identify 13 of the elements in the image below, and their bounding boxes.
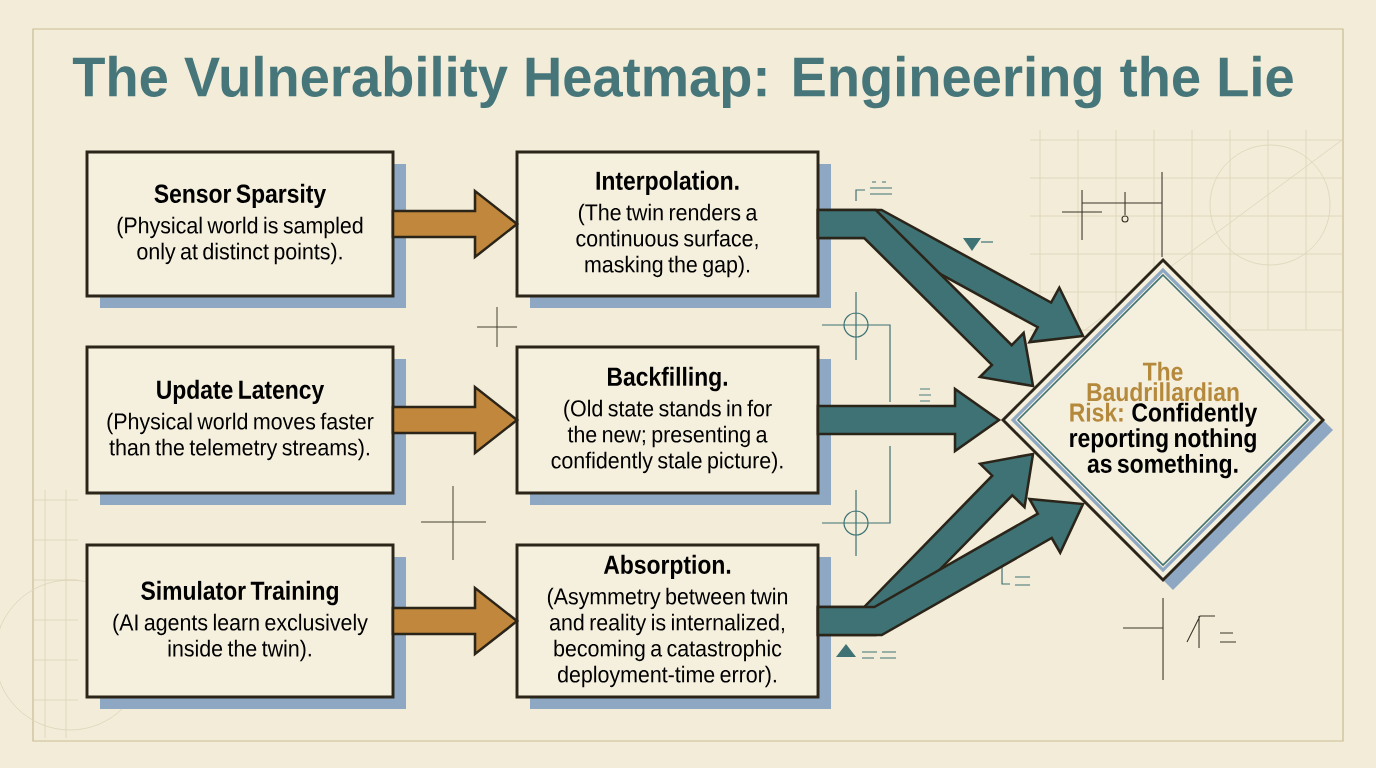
block-arrow	[391, 585, 520, 657]
process-box: Simulator Training (AI agents learn exclusively inside the twin).	[85, 543, 406, 709]
block-arrow	[816, 497, 1085, 637]
block-arrow	[816, 208, 1035, 388]
block-arrow	[816, 386, 1002, 454]
block-arrow	[391, 188, 520, 260]
process-box: Sensor Sparsity (Physical world is sampled only at distinct points).	[85, 150, 406, 308]
block-arrow	[391, 384, 520, 456]
process-box: Interpolation. (The twin renders a continuous surface, masking the gap).	[515, 150, 831, 308]
process-box: Update Latency (Physical world moves faster than the telemetry streams).	[85, 345, 406, 505]
process-box: Absorption. (Asymmetry between twin and reality is internalized, becoming a catastrophic deployment-time error).	[515, 543, 831, 709]
process-box: Backfilling. (Old state stands in for the new; presenting a confidently stale picture).	[515, 345, 831, 505]
title: The Vulnerability Heatmap: Engineering the Lie	[72, 55, 1293, 109]
